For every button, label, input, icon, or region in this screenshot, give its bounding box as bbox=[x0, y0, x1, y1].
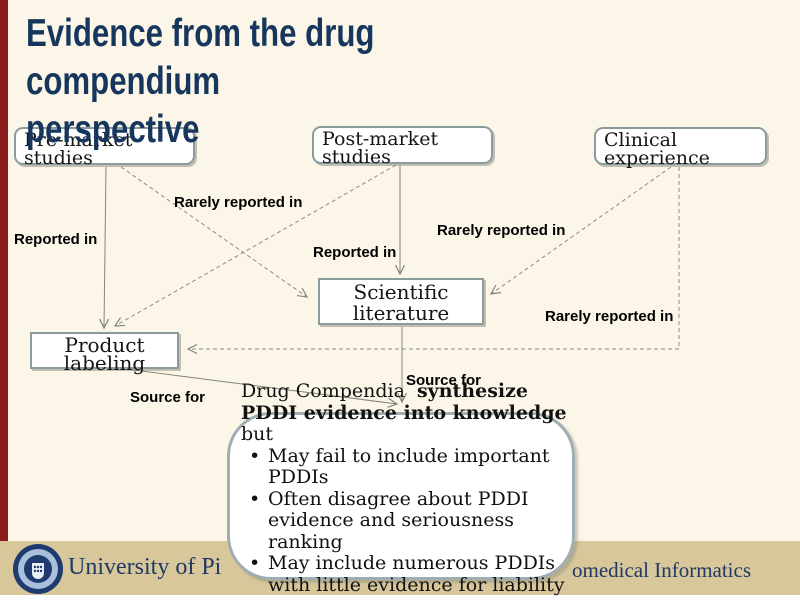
bullet-icon: • bbox=[249, 552, 261, 574]
slide-title: Evidence from the drug compendium perspe… bbox=[26, 12, 375, 151]
node-post-market-studies: Post-market studies bbox=[312, 126, 493, 167]
edge-premarket-to-scientific-literature bbox=[120, 166, 309, 298]
label-rarely-reported-in-bottom: Rarely reported in bbox=[545, 308, 674, 325]
compendia-callout-text: Drug Compendia synthesize PDDI evidence i… bbox=[241, 380, 573, 596]
callout-lead-line: Drug Compendia synthesize bbox=[241, 380, 573, 403]
edge-clinical-to-product-labeling bbox=[186, 167, 680, 355]
label-rarely-reported-in-top: Rarely reported in bbox=[174, 194, 303, 211]
left-accent-bar bbox=[0, 0, 8, 541]
callout-line2: PDDI evidence into knowledge bbox=[241, 401, 567, 424]
edge-product-labeling-to-compendia bbox=[117, 367, 399, 408]
edge-premarket-to-product-labeling bbox=[99, 166, 110, 330]
label-rarely-reported-in-middle: Rarely reported in bbox=[437, 222, 566, 239]
bullet-icon: • bbox=[249, 487, 261, 510]
callout-lead: Drug Compendia bbox=[241, 380, 405, 402]
university-seal-icon bbox=[13, 544, 63, 594]
node-product-labeling: Product labeling bbox=[30, 332, 179, 373]
footer-department-text: omedical Informatics bbox=[572, 558, 752, 582]
node-scientific-literature: Scientific literature bbox=[318, 278, 484, 325]
label-source-for-left: Source for bbox=[130, 389, 206, 406]
node-pre-market-studies: Pre-market studies bbox=[14, 127, 195, 168]
bullet-icon: • bbox=[249, 444, 261, 467]
label-source-for-right: Source for bbox=[406, 372, 482, 389]
callout-lead-emphasis: synthesize bbox=[416, 380, 528, 402]
footer-university-text: University of Pi bbox=[68, 554, 222, 580]
compendia-callout-bubble bbox=[227, 412, 575, 580]
callout-line3: but bbox=[241, 423, 274, 445]
footer-bottom-strip bbox=[0, 595, 800, 600]
callout-bullet-1: • May fail to include important PDDIs bbox=[241, 444, 573, 489]
callout-bullet-2: • Often disagree about PDDI evidence and… bbox=[241, 487, 573, 554]
label-reported-in-middle: Reported in bbox=[313, 244, 397, 261]
node-clinical-experience: Clinical experience bbox=[594, 127, 767, 168]
label-reported-in-left: Reported in bbox=[14, 231, 98, 248]
callout-bullet-3: • May include numerous PDDIs with little… bbox=[241, 552, 573, 596]
edge-clinical-to-scientific-literature bbox=[489, 166, 672, 295]
edge-postmarket-to-product-labeling bbox=[113, 164, 397, 327]
